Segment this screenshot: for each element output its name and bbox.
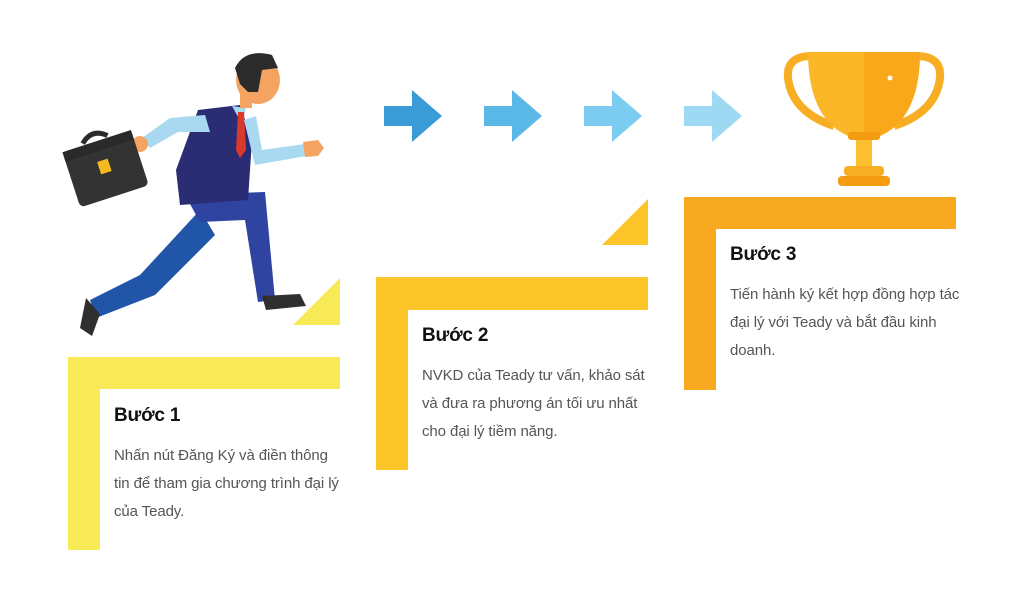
step-3-title: Bước 3 bbox=[730, 244, 797, 265]
step-2-corner-bar-left bbox=[376, 277, 408, 470]
trophy-icon bbox=[783, 52, 945, 186]
step-2-description: NVKD của Teady tư vấn, khảo sát và đưa r… bbox=[422, 367, 645, 440]
step-3-description: Tiến hành ký kết hợp đồng hợp tác đại lý… bbox=[730, 286, 960, 359]
step-1-corner-bar-left bbox=[68, 357, 100, 550]
step-1-description: Nhấn nút Đăng Ký và điền thông tin để th… bbox=[114, 447, 339, 520]
step-1-corner-bar-top bbox=[68, 357, 340, 389]
arrow-right-icon bbox=[684, 90, 742, 142]
step-1-title: Bước 1 bbox=[114, 405, 181, 426]
step-2-corner-bar-top bbox=[376, 277, 648, 310]
arrow-right-icon bbox=[384, 90, 442, 142]
step-3-corner-bar-left bbox=[684, 197, 716, 390]
step-2-triangle bbox=[602, 199, 648, 245]
step-2-title: Bước 2 bbox=[422, 325, 489, 346]
arrow-right-icon bbox=[584, 90, 642, 142]
arrow-right-icon bbox=[484, 90, 542, 142]
businessman-running-icon bbox=[62, 53, 324, 336]
step-1-triangle bbox=[293, 278, 340, 325]
step-3-corner-bar-top bbox=[684, 197, 956, 229]
